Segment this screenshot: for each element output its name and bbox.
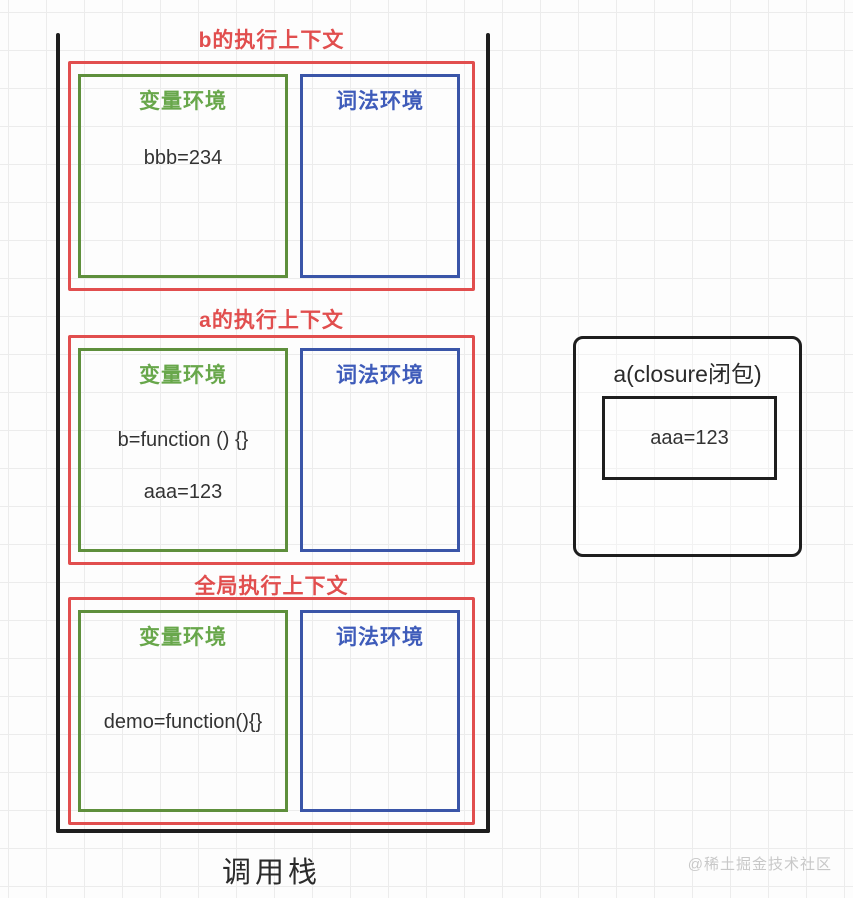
call-stack-left-wall xyxy=(56,33,60,833)
lexical-environment-title: 词法环境 xyxy=(336,364,424,387)
closure-entry: aaa=123 xyxy=(650,426,729,449)
context-title-a: a的执行上下文 xyxy=(199,309,344,332)
execution-context-b: 变量环境 bbb=234 词法环境 xyxy=(68,61,475,291)
lexical-environment-a: 词法环境 xyxy=(300,348,460,552)
variable-entry: demo=function(){} xyxy=(103,711,263,733)
variable-environment-title: 变量环境 xyxy=(139,90,227,113)
execution-context-global: 变量环境 demo=function(){} 词法环境 xyxy=(68,597,475,825)
call-stack-label: 调用栈 xyxy=(221,857,321,889)
call-stack-right-wall xyxy=(486,33,490,833)
lexical-environment-title: 词法环境 xyxy=(336,90,424,113)
closure-variable-box: aaa=123 xyxy=(602,396,777,480)
context-title-b: b的执行上下文 xyxy=(198,29,345,52)
context-title-global: 全局执行上下文 xyxy=(194,575,349,598)
execution-context-a: 变量环境 b=function () {} aaa=123 词法环境 xyxy=(68,335,475,565)
lexical-environment-b: 词法环境 xyxy=(300,74,460,278)
variable-environment-global: 变量环境 demo=function(){} xyxy=(78,610,288,812)
variable-entry: bbb=234 xyxy=(143,147,223,169)
variable-environment-title: 变量环境 xyxy=(139,364,227,387)
lexical-environment-title: 词法环境 xyxy=(336,626,424,649)
call-stack-bottom-wall xyxy=(56,829,490,833)
variable-environment-title: 变量环境 xyxy=(139,626,227,649)
closure-box: a(closure闭包) aaa=123 xyxy=(573,336,802,557)
closure-title: a(closure闭包) xyxy=(613,361,762,387)
variable-environment-a: 变量环境 b=function () {} aaa=123 xyxy=(78,348,288,552)
variable-entry: aaa=123 xyxy=(143,481,223,503)
watermark: @稀土掘金技术社区 xyxy=(687,856,832,873)
lexical-environment-global: 词法环境 xyxy=(300,610,460,812)
variable-environment-b: 变量环境 bbb=234 xyxy=(78,74,288,278)
variable-entry: b=function () {} xyxy=(117,429,249,451)
